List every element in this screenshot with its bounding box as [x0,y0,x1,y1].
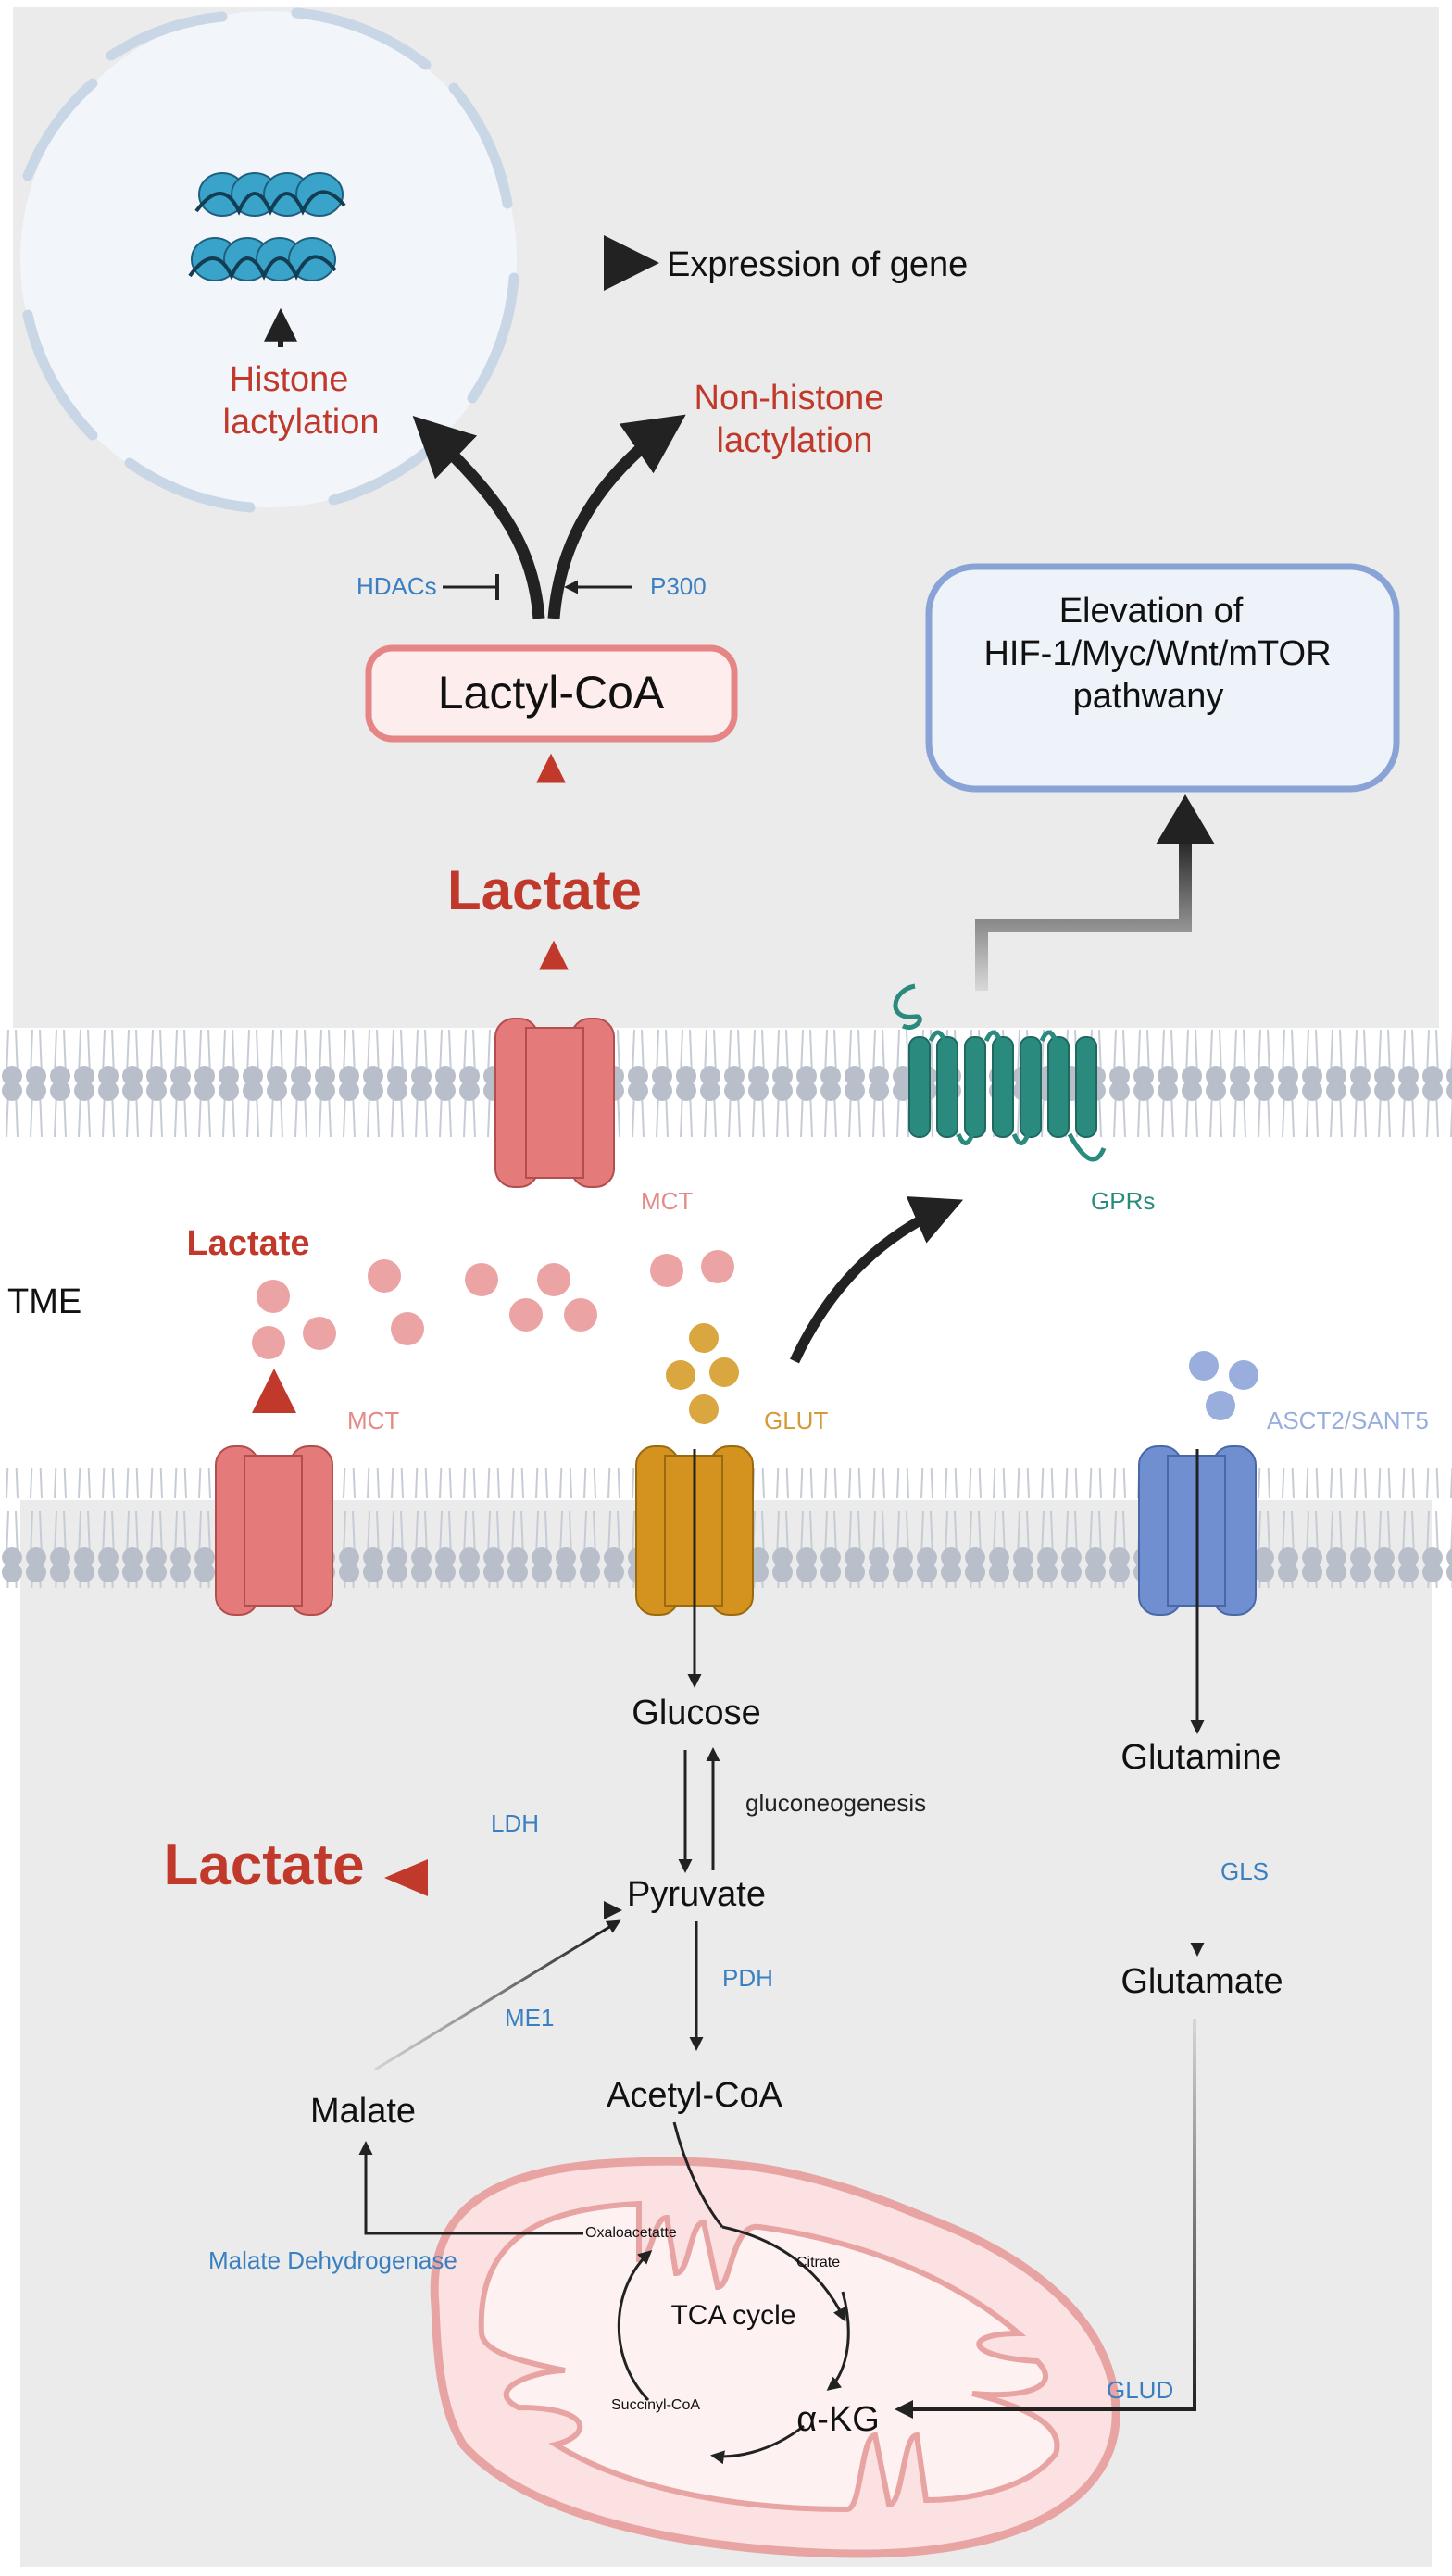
citrate-label: Citrate [796,2255,840,2270]
elevation-line-2: HIF-1/Myc/Wnt/mTOR [983,634,1331,673]
lactate-top-label: Lactate [447,859,642,921]
lower-mct-arrow-head [252,1369,296,1413]
arrow-malate-to-pyruvate [374,1919,621,2071]
arrow-gpr-head [1156,794,1215,844]
arrow-glutamate-to-akg [895,2019,1196,2419]
gpr-receptor-icon [893,983,1107,1162]
acetylcoa-label: Acetyl-CoA [607,2076,783,2115]
lactate-tme-label: Lactate [186,1224,309,1263]
malate-dh-label: Malate Dehydrogenase [208,2246,457,2274]
arrow-glucose-to-gpr [790,1196,964,1364]
glutamine-dots [1189,1351,1258,1420]
lower-mct-label: MCT [347,1407,399,1434]
arrow-pyruvate-to-lactate-head [384,1859,428,1896]
tca-cycle [617,2225,850,2465]
chromatin-icon [188,172,346,281]
malate-label: Malate [310,2092,416,2131]
lactate-big-label: Lactate [163,1833,364,1897]
glucose-dots [666,1323,739,1424]
ldh-label: LDH [491,1809,539,1837]
asct2-label: ASCT2/SANT5 [1267,1407,1429,1434]
glutamate-label: Glutamate [1120,1962,1283,2001]
hdacs-label: HDACs [357,572,437,600]
tme-lactate-dots [252,1250,734,1359]
histone-label-2: lactylation [223,403,380,442]
gprs-label: GPRs [1091,1187,1155,1215]
gluconeogenesis-label: gluconeogenesis [745,1789,926,1817]
glutamine-label: Glutamine [1120,1738,1281,1777]
histone-label: Histone [230,360,349,399]
akg-label: α-KG [796,2400,880,2439]
glud-label: GLUD [1107,2376,1173,2404]
glut-label: GLUT [764,1407,828,1434]
arrow-acetylcoa-to-tca [672,2121,724,2228]
mitochondrion [430,2157,1120,2558]
arrow-oxaloacetate-to-malate [358,2141,583,2235]
elevation-line-3: pathwany [1073,677,1224,716]
upper-mct-label: MCT [641,1187,693,1215]
nonhistone-label-2: lactylation [717,421,873,460]
p300-label: P300 [650,572,707,600]
lower-mct-channel [215,1445,333,1616]
glucose-label: Glucose [632,1694,760,1732]
upper-membrane [0,1028,1452,1148]
lactyl-coa-box [365,644,738,743]
gls-label: GLS [1220,1857,1269,1885]
arrow-to-nonhistone [547,414,686,619]
nonhistone-label: Non-histone [695,379,884,418]
me1-label: ME1 [505,2004,554,2032]
oxaloacetate-label: Oxaloacetatte [585,2225,677,2241]
tme-label: TME [7,1282,81,1321]
pdh-label: PDH [722,1964,773,1992]
elevation-line-1: Elevation of [1059,592,1244,631]
lactyl-coa-label: Lactyl-CoA [438,667,665,719]
arrow-gpr-to-pathway [975,838,1192,991]
pyruvate-label: Pyruvate [627,1875,766,1914]
expression-label: Expression of gene [667,245,968,284]
elevation-box [925,563,1400,793]
succinyl-label: Succinyl-CoA [611,2397,700,2413]
arrow-to-histone [412,415,545,619]
tca-label: TCA cycle [670,2300,795,2331]
